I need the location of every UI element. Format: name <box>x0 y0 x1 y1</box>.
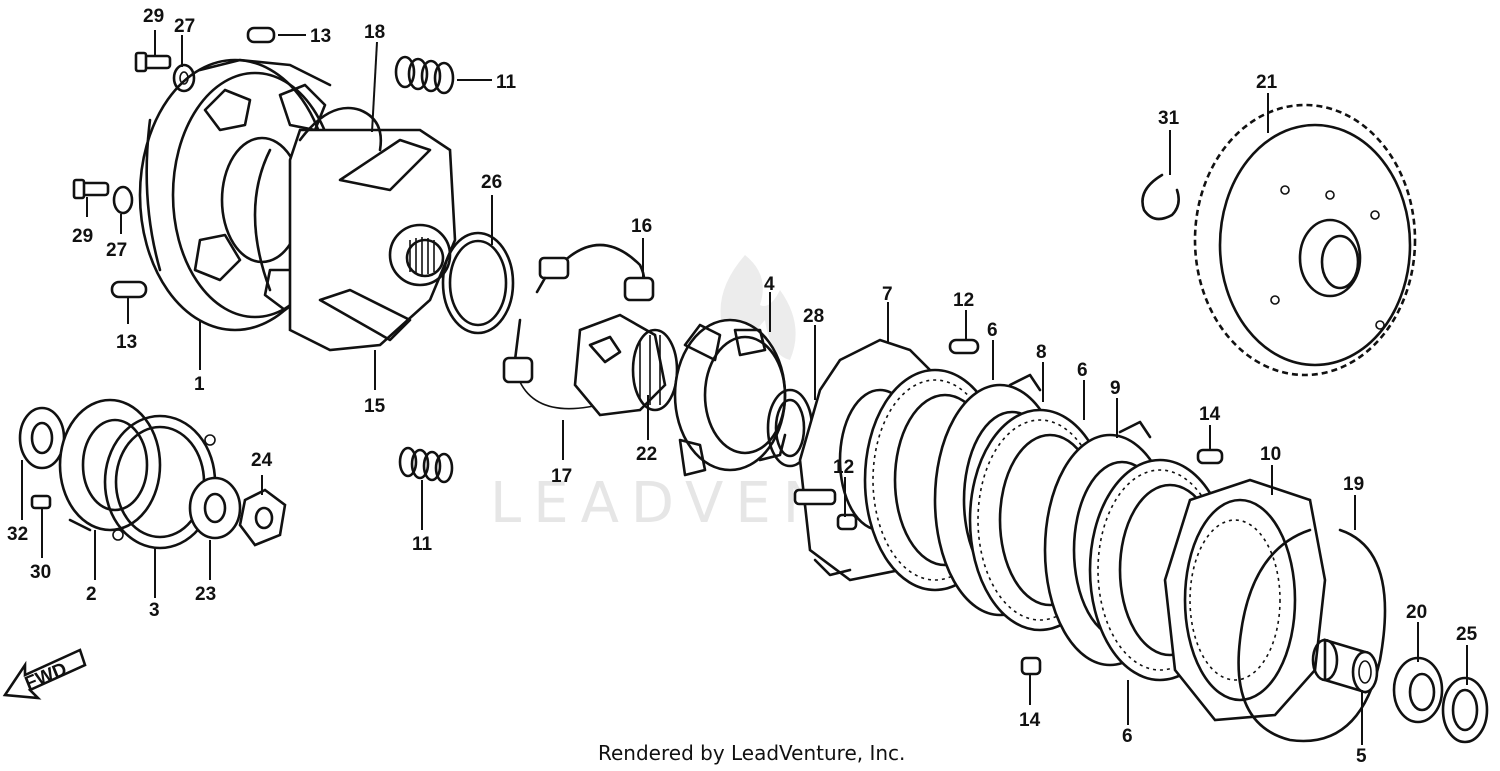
credit-text: Rendered by LeadVenture, Inc. <box>598 741 905 765</box>
callout-15: 15 <box>364 396 386 417</box>
drive-plate <box>253 106 457 352</box>
sensor-with-wire <box>502 243 655 410</box>
bearing-32 <box>18 406 66 470</box>
callout-25: 25 <box>1456 624 1478 645</box>
callout-24: 24 <box>251 450 273 471</box>
leader-lines <box>21 30 1468 745</box>
washer-27-mid <box>112 185 134 215</box>
bearing-holder-2 <box>58 398 162 532</box>
spring-11-top <box>394 55 455 95</box>
callout-27: 27 <box>106 240 127 261</box>
clutch-center <box>673 318 787 477</box>
lock-nut-24 <box>238 488 287 547</box>
bolt-29-mid <box>72 178 110 200</box>
hub-gear <box>573 313 679 417</box>
primary-driven-gear <box>1193 103 1417 377</box>
seal-ring <box>441 231 515 335</box>
callout-5: 5 <box>1356 746 1367 767</box>
snap-ring <box>1237 528 1387 743</box>
callout-28: 28 <box>803 306 824 327</box>
callout-29: 29 <box>143 6 164 27</box>
callout-19: 19 <box>1343 474 1364 495</box>
callout-11: 11 <box>412 534 433 555</box>
callout-6: 6 <box>1077 360 1088 381</box>
lock-washer-23 <box>188 476 242 540</box>
callout-10: 10 <box>1260 444 1281 465</box>
callout-6: 6 <box>1122 726 1133 747</box>
end-plate <box>1163 478 1327 722</box>
callout-17: 17 <box>551 466 572 487</box>
pin-12-top <box>948 338 980 355</box>
callout-14: 14 <box>1199 404 1221 425</box>
callout-30: 30 <box>30 562 51 583</box>
callout-12: 12 <box>833 457 854 478</box>
callout-3: 3 <box>149 600 160 621</box>
bolt-29-top <box>134 51 172 73</box>
washer-27-top <box>172 63 196 93</box>
pin-14-bottom <box>1020 656 1042 676</box>
callout-29: 29 <box>72 226 93 247</box>
callout-12: 12 <box>953 290 974 311</box>
callout-27: 27 <box>174 16 195 37</box>
callout-11: 11 <box>496 72 517 93</box>
bushing <box>1311 638 1379 694</box>
callout-9: 9 <box>1110 378 1121 399</box>
callout-32: 32 <box>7 524 28 545</box>
pin-14-top <box>1196 448 1224 465</box>
callout-1: 1 <box>194 374 205 395</box>
callout-4: 4 <box>764 274 775 295</box>
callout-23: 23 <box>195 584 216 605</box>
callout-22: 22 <box>636 444 657 465</box>
callout-7: 7 <box>882 284 893 305</box>
fwd-arrow-icon: FWD <box>2 648 87 700</box>
callout-13: 13 <box>310 26 331 47</box>
pin-13-top <box>246 26 276 44</box>
washer-25 <box>1441 676 1489 744</box>
callout-21: 21 <box>1256 72 1278 93</box>
bearing-20 <box>1392 656 1444 724</box>
callout-20: 20 <box>1406 602 1427 623</box>
bolt-30 <box>30 494 52 510</box>
pin-13-mid <box>110 280 148 299</box>
circlip-31 <box>1141 173 1180 221</box>
callout-6: 6 <box>987 320 998 341</box>
callout-8: 8 <box>1036 342 1047 363</box>
callout-26: 26 <box>481 172 502 193</box>
pin-12-mid <box>836 513 858 531</box>
callout-2: 2 <box>86 584 97 605</box>
callout-18: 18 <box>364 22 385 43</box>
callout-14: 14 <box>1019 710 1041 731</box>
callout-labels: 29 27 13 18 11 29 27 13 1 15 26 16 17 22… <box>7 6 1478 767</box>
callout-16: 16 <box>631 216 652 237</box>
callout-13: 13 <box>116 332 137 353</box>
spring-11-bottom <box>398 446 454 484</box>
callout-31: 31 <box>1158 108 1180 129</box>
